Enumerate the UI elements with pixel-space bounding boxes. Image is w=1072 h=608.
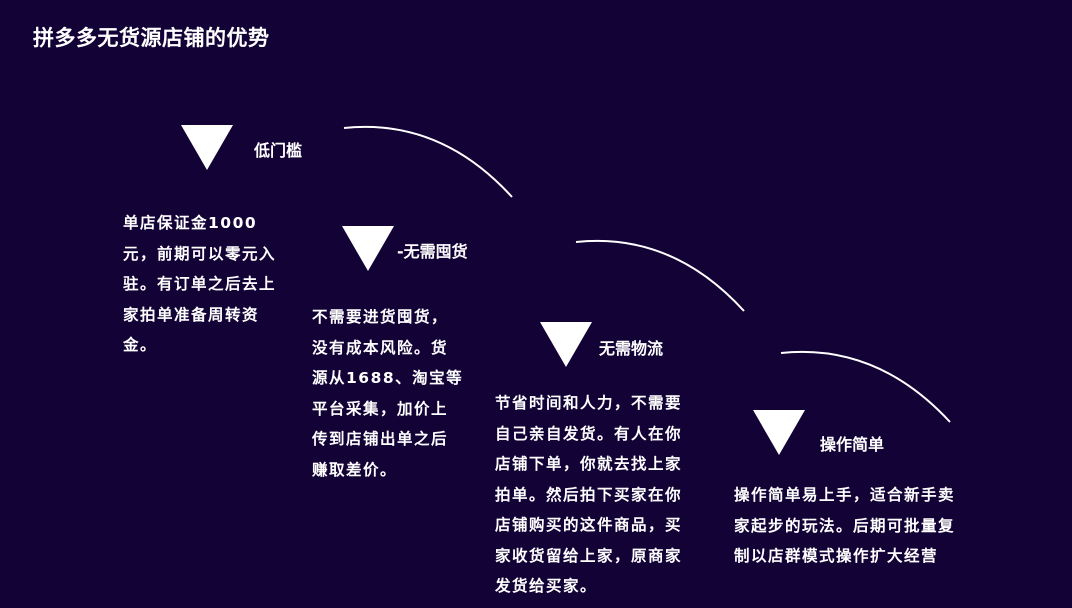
step-description: 操作简单易上手，适合新手卖 家起步的玩法。后期可批量复 制以店群模式操作扩大经营: [734, 480, 1014, 572]
desc-line: 驻。有订单之后去上: [123, 275, 277, 293]
desc-line: 单店保证金1000: [123, 214, 258, 232]
desc-line: 源从1688、淘宝等: [312, 369, 464, 387]
triangle-down-icon: [540, 322, 592, 367]
step-label: 低门槛: [254, 141, 303, 160]
desc-line: 平台采集，加价上: [312, 399, 449, 418]
desc-line: 家收货留给上家，原商家: [495, 546, 683, 565]
desc-line: 发货给买家。: [495, 577, 598, 595]
desc-line: 赚取差价。: [312, 460, 398, 479]
desc-line: 元，前期可以零元入: [123, 244, 277, 263]
arc-connector-3: [780, 350, 951, 423]
desc-line: 店铺下单，你就去找上家: [495, 455, 683, 473]
desc-line: 自己亲自发货。有人在你: [495, 424, 683, 443]
step-description: 不需要进货囤货， 没有成本风险。货 源从1688、淘宝等 平台采集，加价上 传到…: [312, 302, 487, 485]
desc-line: 店铺购买的这件商品，买: [495, 516, 683, 534]
triangle-down-icon: [753, 410, 805, 455]
desc-line: 金。: [123, 336, 158, 354]
desc-line: 家拍单准备周转资: [123, 305, 260, 324]
page-title: 拼多多无货源店铺的优势: [33, 26, 270, 50]
desc-line: 家起步的玩法。后期可批量复: [734, 516, 956, 535]
triangle-down-icon: [342, 226, 394, 271]
step-description: 单店保证金1000 元，前期可以零元入 驻。有订单之后去上 家拍单准备周转资 金…: [123, 208, 308, 361]
triangle-down-icon: [181, 125, 233, 170]
arc-connector-2: [575, 239, 745, 312]
desc-line: 制以店群模式操作扩大经营: [734, 547, 939, 565]
desc-line: 不需要进货囤货，: [312, 308, 449, 326]
desc-line: 没有成本风险。货: [312, 338, 449, 357]
desc-line: 拍单。然后拍下买家在你: [495, 485, 683, 504]
step-label: -无需囤货: [397, 242, 468, 261]
step-label: 操作简单: [820, 435, 885, 454]
desc-line: 操作简单易上手，适合新手卖: [734, 486, 956, 504]
step-description: 节省时间和人力，不需要 自己亲自发货。有人在你 店铺下单，你就去找上家 拍单。然…: [495, 388, 720, 602]
desc-line: 节省时间和人力，不需要: [495, 394, 683, 412]
desc-line: 传到店铺出单之后: [312, 430, 449, 448]
arc-connector-1: [343, 125, 513, 198]
step-label: 无需物流: [599, 339, 664, 358]
